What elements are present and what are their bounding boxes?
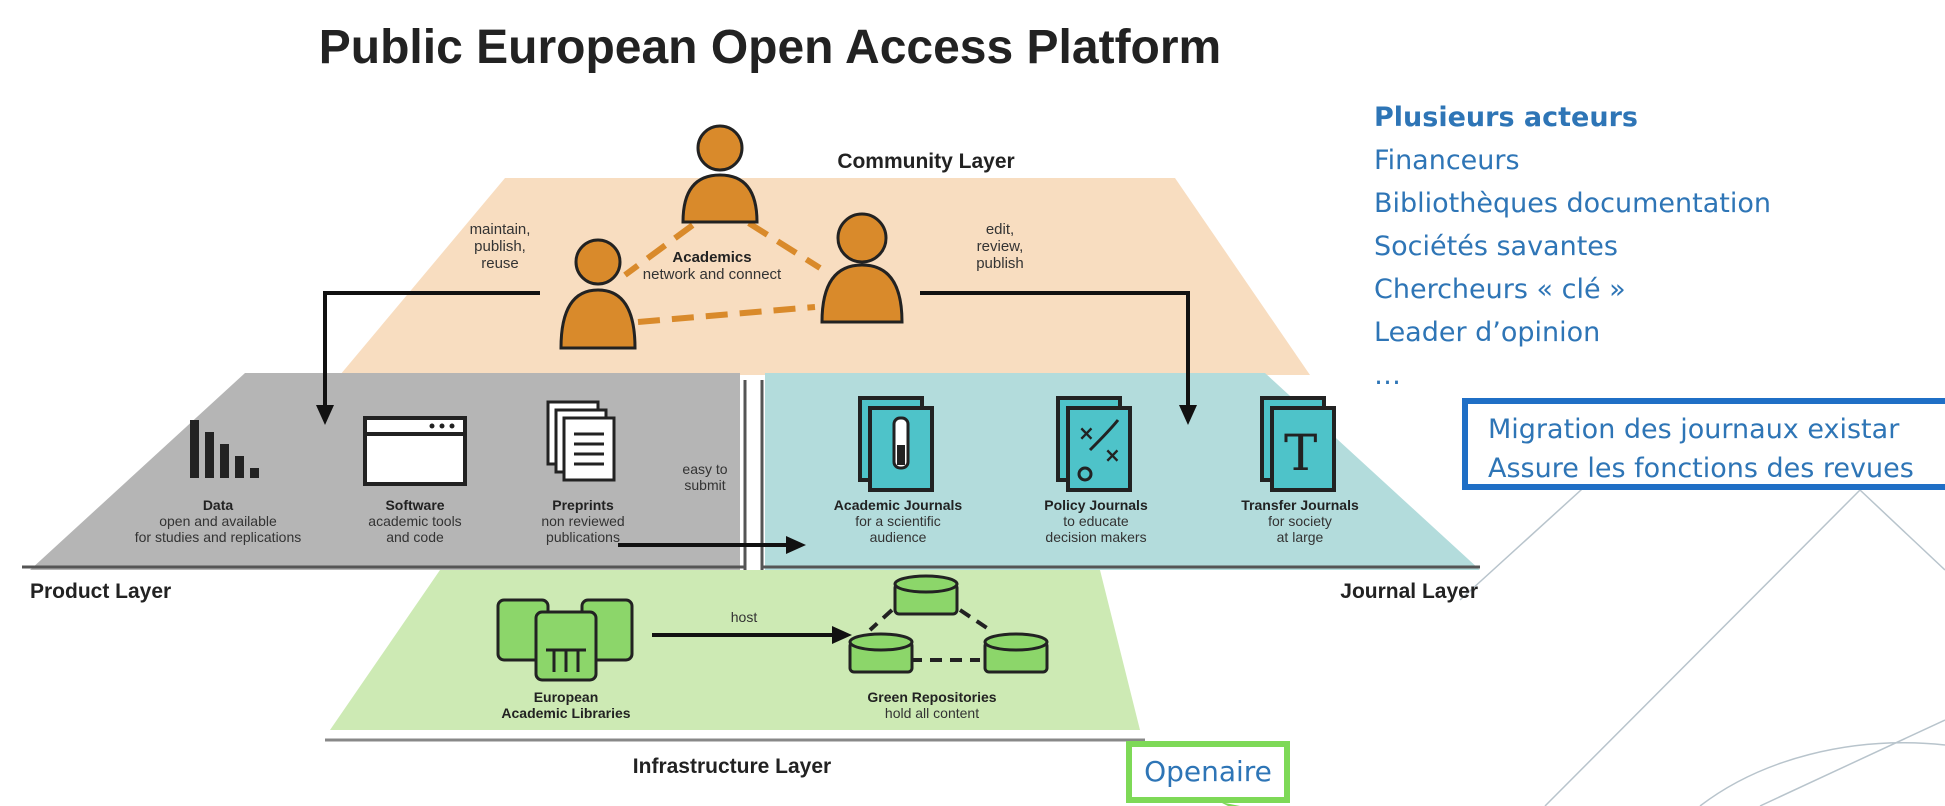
host-arrowhead xyxy=(832,626,852,644)
svg-text:×: × xyxy=(1104,443,1121,467)
host-label: host xyxy=(731,609,758,625)
actor-item: Chercheurs « clé » xyxy=(1374,274,1626,305)
policy-journals-line-1: to educate xyxy=(1063,513,1129,529)
academic-journals-line-2: audience xyxy=(870,529,927,545)
academic-journals-line-1: for a scientific xyxy=(855,513,941,529)
repositories-subtitle: hold all content xyxy=(885,705,979,721)
left-action-line-1: maintain, xyxy=(470,221,531,238)
edit-arrow xyxy=(920,291,1190,410)
transfer-journals-line-2: at large xyxy=(1277,529,1324,545)
actor-item: … xyxy=(1374,360,1401,391)
actor-item: Leader d’opinion xyxy=(1374,317,1601,348)
preprints-stack-icon xyxy=(546,400,616,482)
actors-list: Plusieurs acteurs Financeurs Bibliothèqu… xyxy=(1374,96,1771,397)
openaire-pointer-icon xyxy=(1220,802,1240,806)
submit-arrowhead xyxy=(786,536,806,554)
software-line-2: and code xyxy=(386,529,444,545)
product-layer-label: Product Layer xyxy=(30,580,171,603)
policy-journal-icon: × × xyxy=(1056,396,1132,492)
openaire-label: Openaire xyxy=(1126,741,1290,803)
academics-title: Academics xyxy=(672,249,751,266)
svg-text:T: T xyxy=(1284,424,1317,482)
libraries-line-1: European xyxy=(534,689,599,705)
maintain-arrowhead xyxy=(316,405,334,425)
community-layer-plane xyxy=(340,178,1310,375)
left-action-line-3: reuse xyxy=(481,255,519,272)
edit-arrowhead xyxy=(1179,405,1197,425)
actors-heading: Plusieurs acteurs xyxy=(1374,102,1638,133)
software-line-1: academic tools xyxy=(368,513,461,529)
preprints-line-2: publications xyxy=(546,529,620,545)
journal-layer-label: Journal Layer xyxy=(1340,580,1478,603)
data-title: Data xyxy=(203,497,234,513)
actor-item: Bibliothèques documentation xyxy=(1374,188,1771,219)
left-action-line-2: publish, xyxy=(474,238,526,255)
preprints-title: Preprints xyxy=(552,497,614,513)
data-bars-icon xyxy=(190,420,259,478)
policy-journals-line-2: decision makers xyxy=(1045,529,1146,545)
callout-line-1: Migration des journaux existar xyxy=(1488,414,1900,445)
callout-line-2: Assure les fonctions des revues xyxy=(1488,453,1914,484)
infrastructure-layer-label: Infrastructure Layer xyxy=(633,755,831,778)
academic-journal-icon xyxy=(858,396,934,492)
migration-callout: Migration des journaux existar Assure le… xyxy=(1462,398,1945,490)
diagram-title: Public European Open Access Platform xyxy=(318,21,1222,74)
repository-network-lines xyxy=(868,608,992,662)
academics-subtitle: network and connect xyxy=(643,266,782,283)
maintain-arrow xyxy=(323,291,540,410)
decorative-lines xyxy=(1459,449,1945,806)
software-title: Software xyxy=(385,497,444,513)
transfer-journal-icon: T xyxy=(1260,396,1336,492)
data-line-1: open and available xyxy=(159,513,277,529)
policy-journals-title: Policy Journals xyxy=(1044,497,1148,513)
person-icon xyxy=(559,238,637,350)
repositories-title: Green Repositories xyxy=(867,689,996,705)
person-icon xyxy=(820,212,904,324)
community-layer-label: Community Layer xyxy=(837,150,1014,173)
actor-item: Financeurs xyxy=(1374,145,1520,176)
data-line-2: for studies and replications xyxy=(135,529,302,545)
actor-item: Sociétés savantes xyxy=(1374,231,1618,262)
transfer-journals-line-1: for society xyxy=(1268,513,1332,529)
libraries-icon xyxy=(496,598,634,682)
svg-text:×: × xyxy=(1078,421,1095,445)
preprints-line-1: non reviewed xyxy=(541,513,624,529)
software-window-icon xyxy=(363,416,467,486)
submit-label-line-1: easy to xyxy=(682,461,727,477)
repository-icon xyxy=(848,574,1049,674)
person-icon xyxy=(681,124,759,224)
right-action-line-1: edit, xyxy=(986,221,1014,238)
transfer-journals-title: Transfer Journals xyxy=(1241,497,1359,513)
academic-journals-title: Academic Journals xyxy=(834,497,963,513)
libraries-line-2: Academic Libraries xyxy=(501,705,630,721)
right-action-line-2: review, xyxy=(977,238,1024,255)
right-action-line-3: publish xyxy=(976,255,1024,272)
submit-label-line-2: submit xyxy=(684,477,725,493)
